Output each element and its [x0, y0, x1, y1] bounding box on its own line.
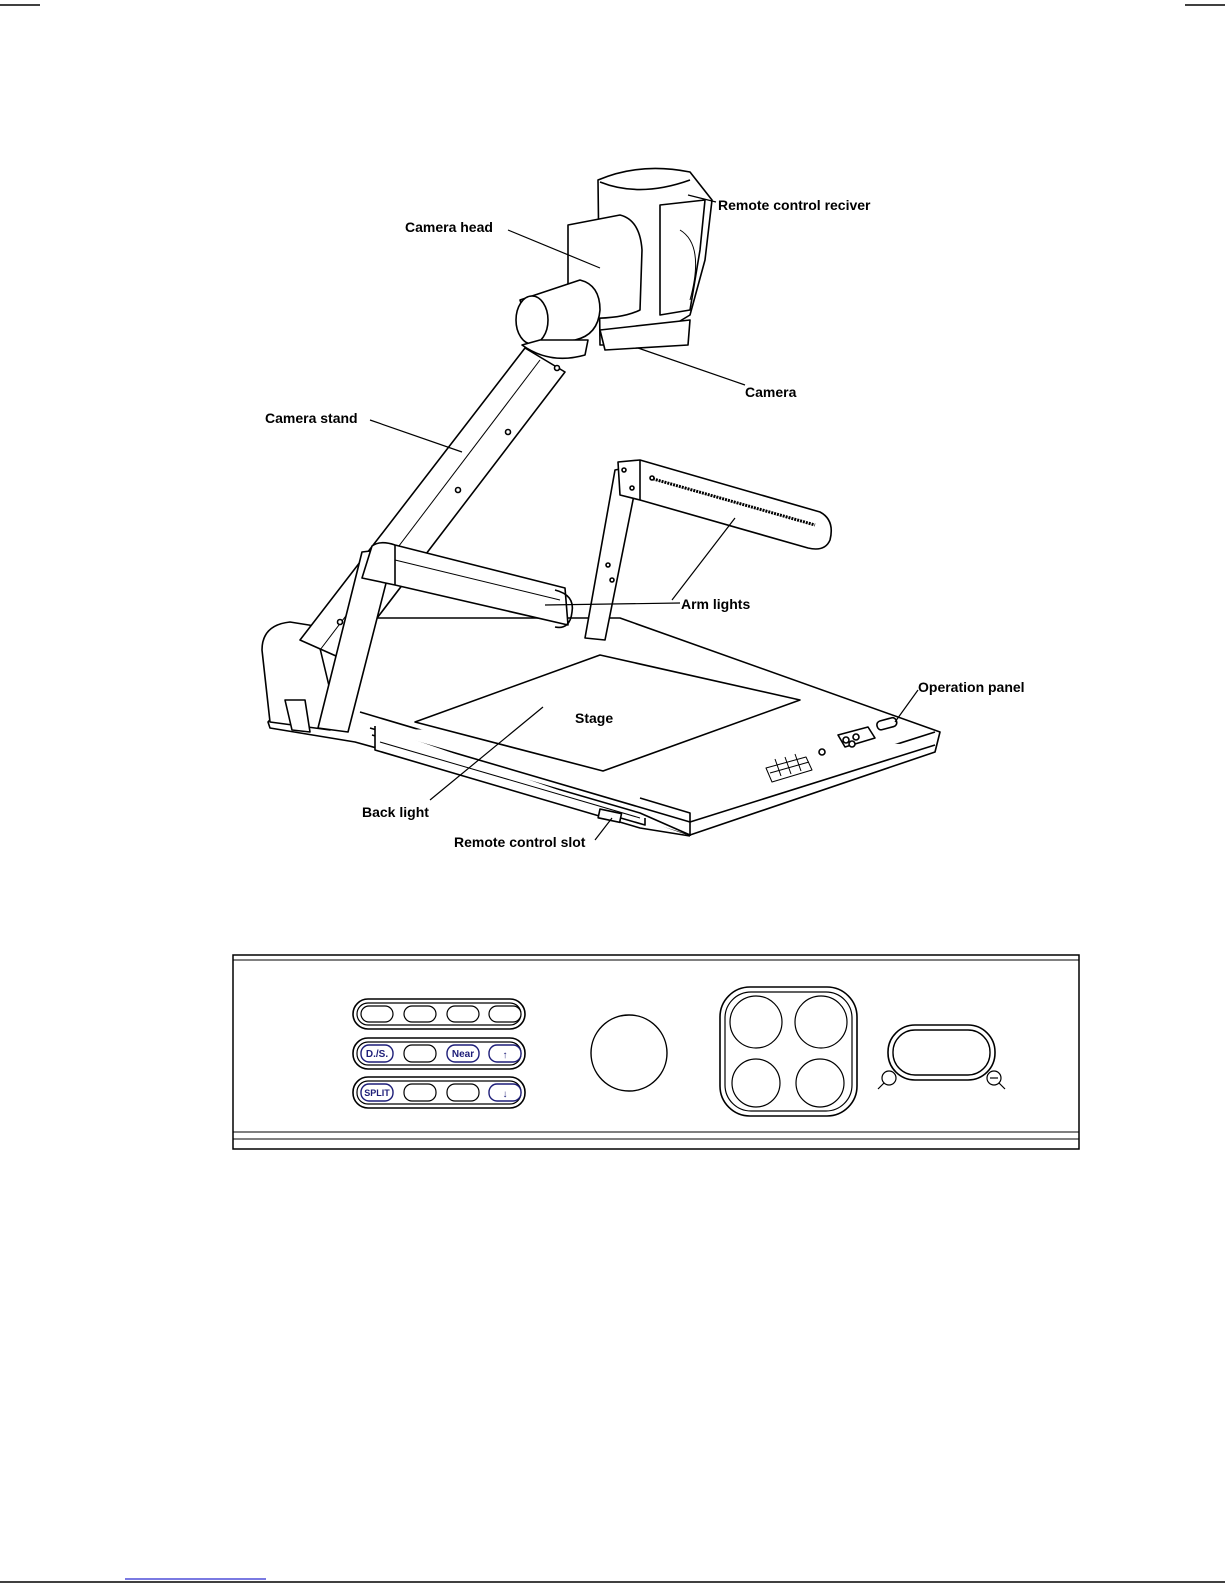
panel-button-r2c2[interactable] — [404, 1045, 436, 1062]
down-arrow-icon: ↓ — [503, 1089, 508, 1100]
label-operation-panel: Operation panel — [918, 679, 1025, 695]
panel-button-r3c3[interactable] — [447, 1084, 479, 1101]
cluster-button-top-left[interactable] — [730, 996, 782, 1048]
visualizer-illustration — [262, 168, 940, 836]
panel-button-r1c3[interactable] — [447, 1006, 479, 1022]
operation-panel-detail: D./S. Near ↑ SPLIT ↓ — [233, 955, 1079, 1149]
four-button-cluster — [720, 987, 857, 1116]
zoom-rocker[interactable] — [888, 1025, 995, 1080]
label-remote-control-slot: Remote control slot — [454, 834, 586, 850]
cluster-button-bottom-left[interactable] — [732, 1059, 780, 1107]
panel-button-r1c4[interactable] — [489, 1006, 521, 1022]
panel-button-r3c2[interactable] — [404, 1084, 436, 1101]
up-arrow-icon: ↑ — [503, 1050, 508, 1061]
label-camera: Camera — [745, 384, 797, 400]
panel-button-r1c1[interactable] — [361, 1006, 393, 1022]
split-button-label: SPLIT — [364, 1088, 390, 1098]
label-camera-stand: Camera stand — [265, 410, 358, 426]
ds-button-label: D./S. — [366, 1049, 388, 1060]
label-camera-head: Camera head — [405, 219, 493, 235]
cluster-button-bottom-right[interactable] — [796, 1059, 844, 1107]
near-button-label: Near — [452, 1049, 474, 1060]
page-footer-rules — [0, 1579, 1225, 1582]
camera-head — [516, 168, 712, 358]
panel-button-r1c2[interactable] — [404, 1006, 436, 1022]
round-button[interactable] — [591, 1015, 667, 1091]
cluster-button-top-right[interactable] — [795, 996, 847, 1048]
label-back-light: Back light — [362, 804, 429, 820]
label-remote-control-receiver: Remote control reciver — [718, 197, 871, 213]
rear-arm-light — [585, 460, 831, 640]
button-row-1 — [353, 999, 525, 1029]
label-arm-lights: Arm lights — [681, 596, 750, 612]
label-stage: Stage — [575, 710, 613, 726]
